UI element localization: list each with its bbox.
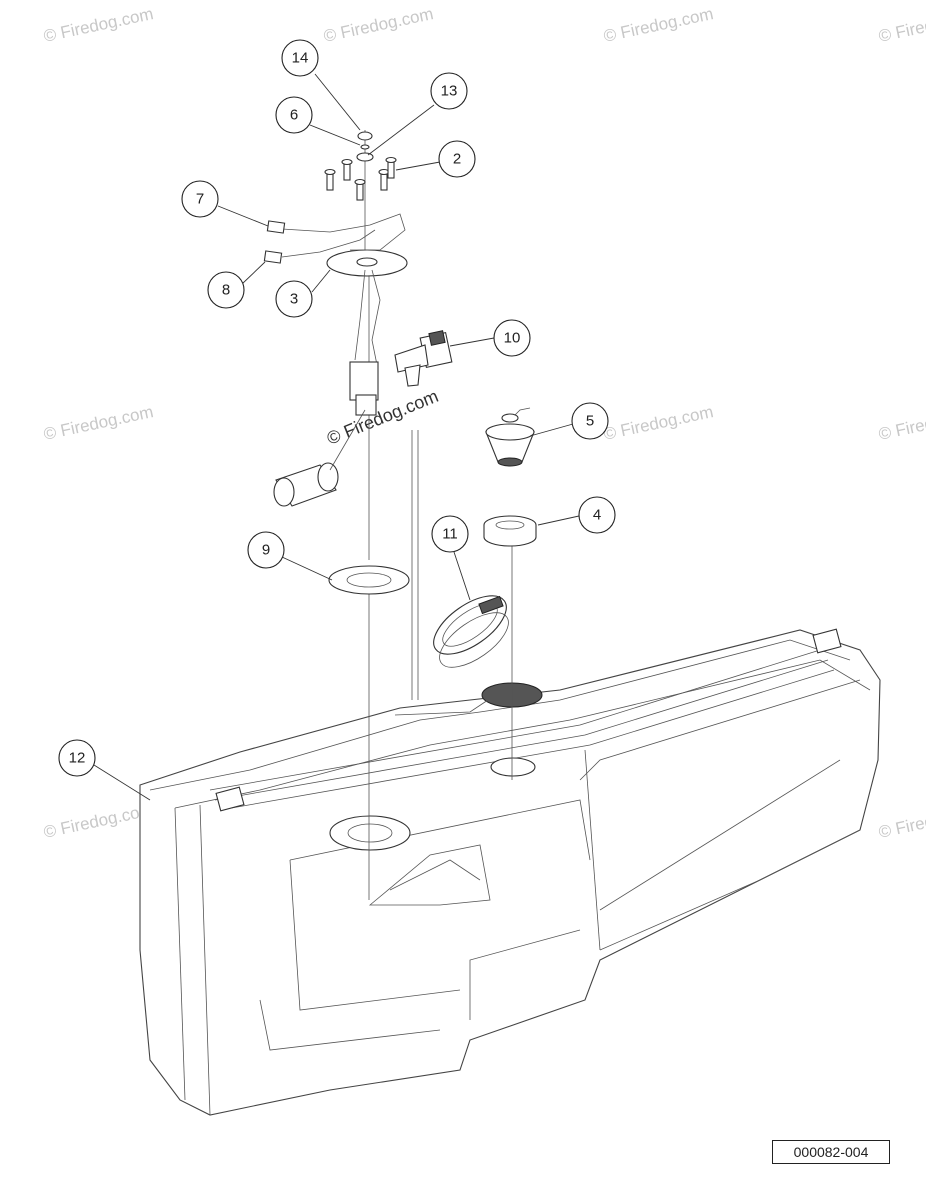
fuel-tank (139, 628, 881, 1116)
callouts: 14 6 13 2 7 8 3 10 5 4 11 9 12 (58, 39, 616, 777)
watermark: © Firedog.com (42, 800, 155, 842)
vent-valve (394, 330, 453, 387)
watermark: © Firedog.com (42, 4, 155, 46)
callout-9[interactable]: 9 (247, 531, 285, 569)
callout-3[interactable]: 3 (275, 280, 313, 318)
watermark: © Firedog.com (42, 402, 155, 444)
leader-lines (93, 73, 580, 801)
svg-text:9: 9 (262, 542, 270, 559)
svg-text:5: 5 (586, 413, 594, 430)
watermark: © Firedog.com (877, 800, 926, 842)
callout-5[interactable]: 5 (571, 402, 609, 440)
watermark: © Firedog.com (602, 402, 715, 444)
callout-12[interactable]: 12 (58, 739, 96, 777)
svg-text:7: 7 (196, 191, 204, 208)
grommet (483, 515, 537, 547)
callout-14[interactable]: 14 (281, 39, 319, 77)
svg-text:11: 11 (442, 526, 458, 543)
watermark: © Firedog.com (602, 4, 715, 46)
svg-text:14: 14 (292, 50, 309, 67)
callout-10[interactable]: 10 (493, 319, 531, 357)
svg-text:4: 4 (593, 507, 601, 524)
fuel-strainer (273, 409, 366, 507)
svg-text:3: 3 (290, 291, 298, 308)
callout-7[interactable]: 7 (181, 180, 219, 218)
watermark: © Firedog.com (877, 402, 926, 444)
svg-text:8: 8 (222, 282, 230, 299)
screws (324, 156, 397, 201)
watermark-center: © Firedog.com (324, 386, 441, 449)
svg-text:12: 12 (69, 750, 86, 767)
svg-text:10: 10 (504, 330, 521, 347)
assembly-lines (364, 130, 513, 900)
callout-13[interactable]: 13 (430, 72, 468, 110)
svg-text:2: 2 (453, 151, 461, 168)
svg-text:13: 13 (441, 83, 458, 100)
callout-8[interactable]: 8 (207, 271, 245, 309)
callout-4[interactable]: 4 (578, 496, 616, 534)
svg-text:6: 6 (290, 107, 298, 124)
watermark: © Firedog.com (322, 4, 435, 46)
diagram-id-label: 000082-004 (772, 1140, 890, 1164)
callout-11[interactable]: 11 (431, 515, 469, 553)
callout-2[interactable]: 2 (438, 140, 476, 178)
fuel-cap (485, 407, 535, 467)
sending-unit (263, 131, 410, 595)
callout-6[interactable]: 6 (275, 96, 313, 134)
watermark: © Firedog.com (877, 4, 926, 46)
hose-clamp (433, 595, 509, 668)
